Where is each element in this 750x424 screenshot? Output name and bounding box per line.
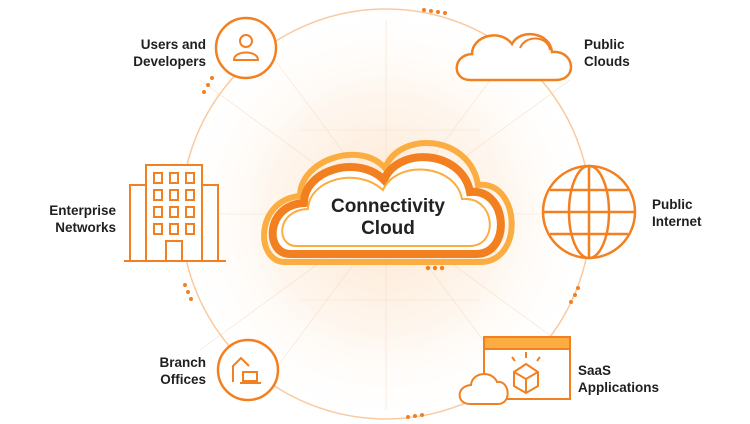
user-icon — [232, 34, 260, 61]
cloud-icon — [455, 32, 573, 82]
branch-label: Branch Offices — [159, 355, 206, 387]
center-title: Connectivity Cloud — [330, 196, 446, 239]
saas-label: SaaS Applications — [578, 363, 660, 395]
connectivity-cloud-icon — [261, 140, 515, 265]
users-node — [214, 16, 278, 80]
users-label: Users and Developers — [133, 37, 206, 69]
enterprise-label: Enterprise Networks — [49, 203, 116, 235]
ring-dots — [183, 8, 580, 419]
branch-node — [216, 338, 280, 402]
public-clouds-label: Public Clouds — [584, 37, 630, 69]
home-laptop-icon — [232, 356, 261, 384]
building-icon — [124, 164, 226, 262]
app-window-box-icon — [458, 336, 571, 405]
globe-icon — [541, 164, 637, 260]
public-internet-label: Public Internet — [652, 197, 702, 229]
